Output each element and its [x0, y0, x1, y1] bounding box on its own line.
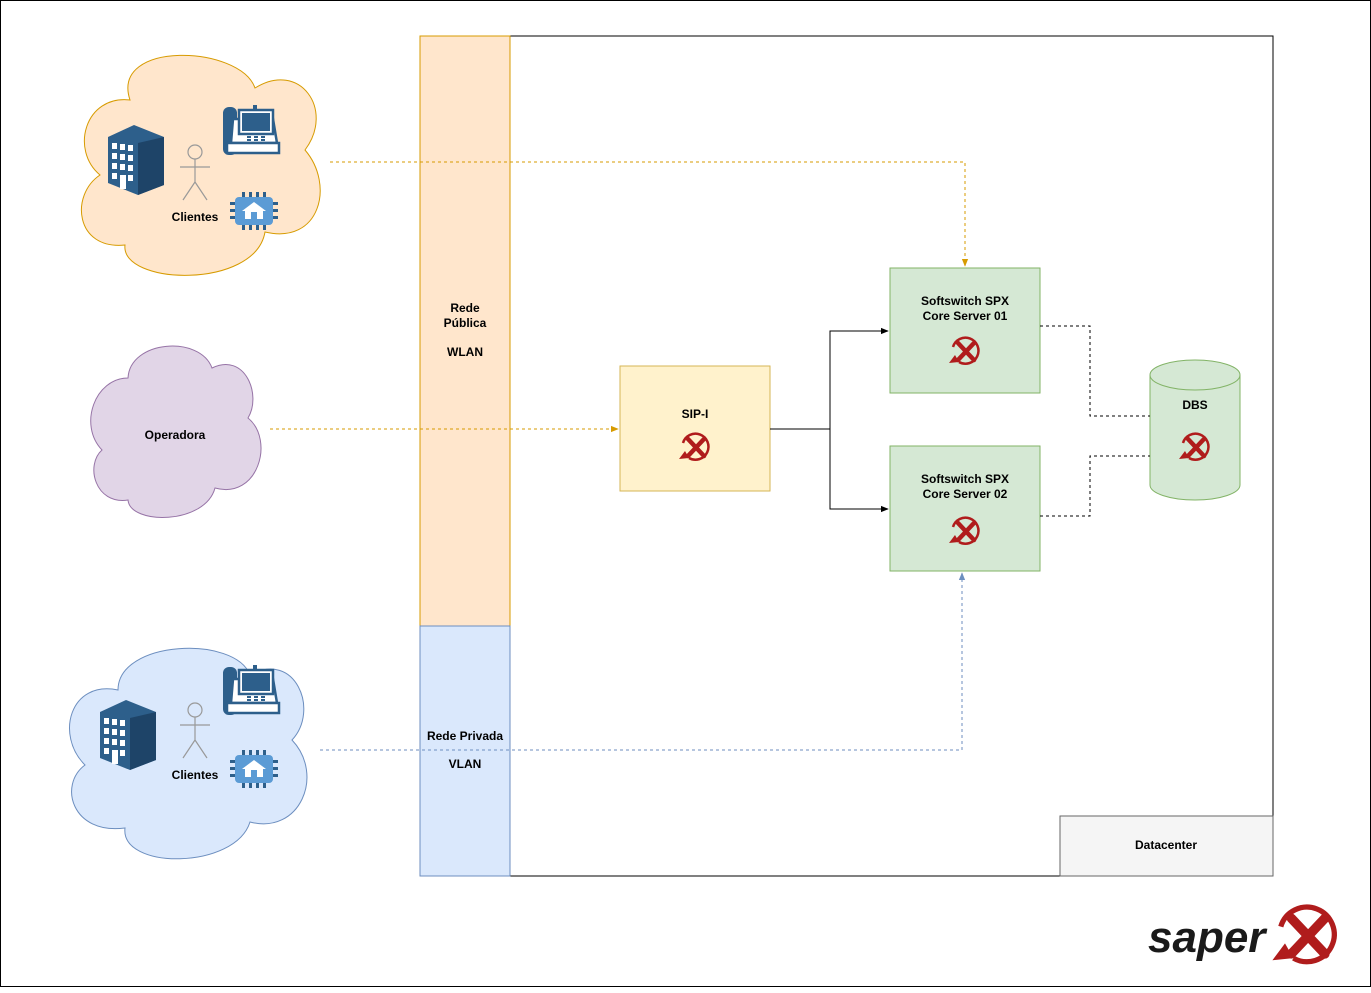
building-icon — [108, 125, 164, 195]
brand-wordmark: saper — [1148, 913, 1268, 962]
core-server-01-node[interactable] — [889, 267, 1041, 394]
clients-bottom-label: Clientes — [172, 768, 219, 782]
dbs-database-node[interactable] — [1149, 359, 1241, 501]
private-network-vlan-label: VLAN — [449, 757, 482, 771]
core-server-01-line2: Core Server 01 — [923, 309, 1008, 323]
clients-top-to-core01-link[interactable] — [330, 161, 969, 267]
private-network-label: Rede Privada — [427, 729, 503, 743]
public-network-label-line2: Pública — [444, 316, 487, 330]
public-network-label-line1: Rede — [450, 301, 480, 315]
core-server-02-node[interactable] — [889, 445, 1041, 572]
iot-home-icon — [230, 750, 278, 788]
core-server-02-line2: Core Server 02 — [923, 487, 1008, 501]
core-server-01-line1: Softswitch SPX — [921, 294, 1009, 308]
sip-to-core01-link[interactable] — [770, 327, 889, 430]
sip-i-node[interactable] — [619, 365, 771, 492]
datacenter-label: Datacenter — [1135, 838, 1197, 852]
private-network-band[interactable] — [419, 625, 511, 877]
desk-phone-icon — [221, 663, 281, 717]
core01-to-dbs-link[interactable] — [1040, 325, 1150, 417]
datacenter-label-box — [1059, 815, 1274, 877]
clients-top-label: Clientes — [172, 210, 219, 224]
desk-phone-icon — [221, 103, 281, 157]
sip-i-label: SIP-I — [682, 407, 709, 421]
public-network-band[interactable] — [419, 35, 511, 627]
clients-bottom-to-core02-link[interactable] — [320, 572, 966, 751]
building-icon — [100, 700, 156, 770]
iot-home-icon — [230, 192, 278, 230]
operator-cloud[interactable] — [90, 345, 262, 518]
sip-to-core02-link[interactable] — [829, 429, 889, 513]
public-network-wlan-label: WLAN — [447, 345, 483, 359]
saperx-brand-logo: saper — [1148, 907, 1334, 962]
dbs-label: DBS — [1182, 398, 1207, 412]
operator-label: Operadora — [145, 428, 206, 442]
core02-to-dbs-link[interactable] — [1040, 455, 1150, 517]
core-server-02-line1: Softswitch SPX — [921, 472, 1009, 486]
